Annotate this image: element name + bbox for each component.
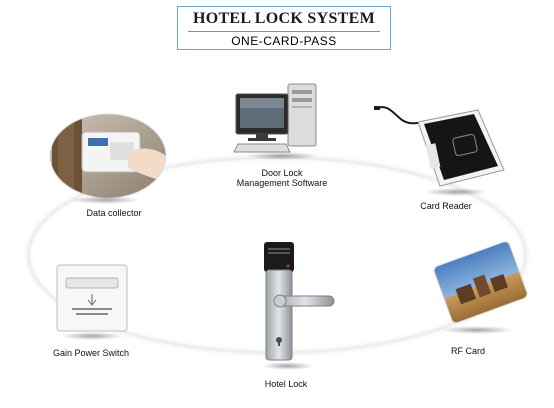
title-divider — [188, 31, 380, 32]
diagram-subtitle: ONE-CARD-PASS — [231, 34, 337, 48]
hotel-lock-shadow — [262, 362, 314, 370]
data-collector-image — [49, 113, 167, 199]
card-reader-label: Card Reader — [420, 201, 472, 211]
rf-card-label: RF Card — [450, 346, 485, 356]
computer-image — [233, 83, 317, 153]
software-label-line1: Door Lock — [261, 168, 303, 178]
rf-card-image — [433, 241, 528, 324]
software-label-line2: Management Software — [236, 178, 328, 188]
hotel-lock-label: Hotel Lock — [264, 379, 308, 389]
hotel-lock-image — [264, 242, 335, 361]
title-box: HOTEL LOCK SYSTEM ONE-CARD-PASS — [177, 6, 391, 50]
computer-shadow — [246, 152, 318, 160]
card-reader-shadow — [424, 188, 488, 196]
diagram-title: HOTEL LOCK SYSTEM — [192, 10, 376, 27]
power-switch-image — [56, 264, 128, 332]
rf-card-shadow — [440, 326, 514, 334]
data-collector-label: Data collector — [86, 208, 142, 218]
power-switch-label: Gain Power Switch — [52, 348, 130, 358]
card-reader-image — [374, 106, 505, 187]
power-switch-shadow — [60, 332, 124, 340]
data-collector-shadow — [70, 196, 140, 204]
